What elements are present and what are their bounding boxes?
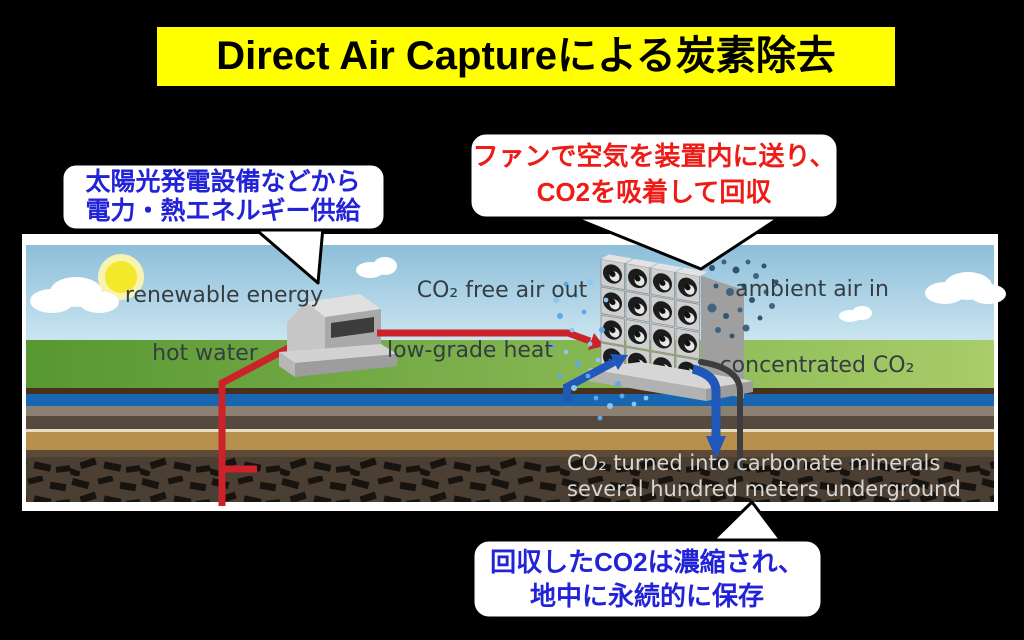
callout-fan-capture: ファンで空気を装置内に送り、 CO2を吸着して回収	[468, 131, 840, 271]
callout-underground-storage-line1: 回収したCO2は濃縮され、	[490, 547, 804, 577]
water-intake-arrow	[563, 354, 628, 402]
title-highlight	[157, 27, 895, 86]
callout-energy-supply: 太陽光発電設備などから 電力・熱エネルギー供給	[60, 162, 387, 285]
co2-injection-arrow	[691, 364, 726, 459]
subsoil-layer	[26, 450, 994, 457]
callout-underground-storage-line2: 地中に永続的に保存	[530, 581, 764, 611]
cloud-icon-small	[839, 306, 872, 322]
label-co2-free-air-out: CO₂ free air out	[417, 278, 588, 303]
sun-icon	[98, 254, 144, 300]
label-ambient-air-in: ambient air in	[735, 277, 889, 302]
dac-unit	[588, 254, 753, 401]
callout-underground-storage-box	[471, 538, 824, 620]
topsoil-layer	[26, 388, 994, 394]
label-renewable-energy: renewable energy	[125, 283, 323, 308]
callout-fan-capture-line1: ファンで空気を装置内に送り、	[473, 141, 836, 171]
cloud-icon-left	[30, 277, 119, 313]
groundwater-layer	[26, 394, 994, 406]
co2-injection-line	[691, 364, 721, 437]
clay-layer	[26, 416, 994, 429]
air-dots-out	[549, 279, 649, 421]
label-underground-line2: several hundred meters underground	[567, 477, 961, 501]
callout-energy-supply-box	[60, 162, 387, 232]
label-concentrated-co2: concentrated CO₂	[720, 353, 915, 378]
page-title: Direct Air Captureによる炭素除去	[216, 34, 836, 78]
grass-layer	[26, 340, 994, 388]
air-dots-in	[707, 259, 779, 339]
bedrock-rocks	[26, 457, 994, 502]
co2-injection-arrowhead-icon	[706, 436, 726, 459]
silt-layer	[26, 406, 994, 416]
label-underground-line1: CO₂ turned into carbonate minerals	[567, 451, 940, 475]
cloud-icon-right	[925, 272, 1006, 304]
label-hot-water: hot water	[152, 341, 259, 366]
callout-energy-supply-line2: 電力・熱エネルギー供給	[85, 196, 361, 225]
callout-energy-supply-line1: 太陽光発電設備などから	[85, 167, 360, 196]
sand-stripe-layer	[26, 429, 994, 432]
sky	[26, 245, 994, 340]
water-intake-line	[563, 358, 616, 402]
heat-plant-building	[279, 294, 397, 377]
label-low-grade-heat: low-grade heat	[387, 338, 553, 363]
callout-fan-capture-box	[468, 131, 840, 220]
low-grade-heat-arrowhead-icon	[588, 333, 604, 350]
water-intake-arrowhead-icon	[610, 354, 628, 370]
callout-underground-storage: 回収したCO2は濃縮され、 地中に永続的に保存	[471, 500, 824, 620]
low-grade-heat-arrow	[377, 329, 604, 350]
cloud-icon-mid	[356, 257, 397, 278]
low-grade-heat-line	[377, 329, 592, 345]
illustration: renewable energy hot water low-grade hea…	[22, 234, 1006, 511]
sandstone-layer	[26, 432, 994, 450]
callout-fan-capture-line2: CO2を吸着して回収	[537, 177, 773, 207]
injection-well-pipe	[698, 359, 743, 473]
hot-water-pipe-line	[218, 340, 298, 506]
title-banner: Direct Air Captureによる炭素除去	[157, 27, 895, 86]
